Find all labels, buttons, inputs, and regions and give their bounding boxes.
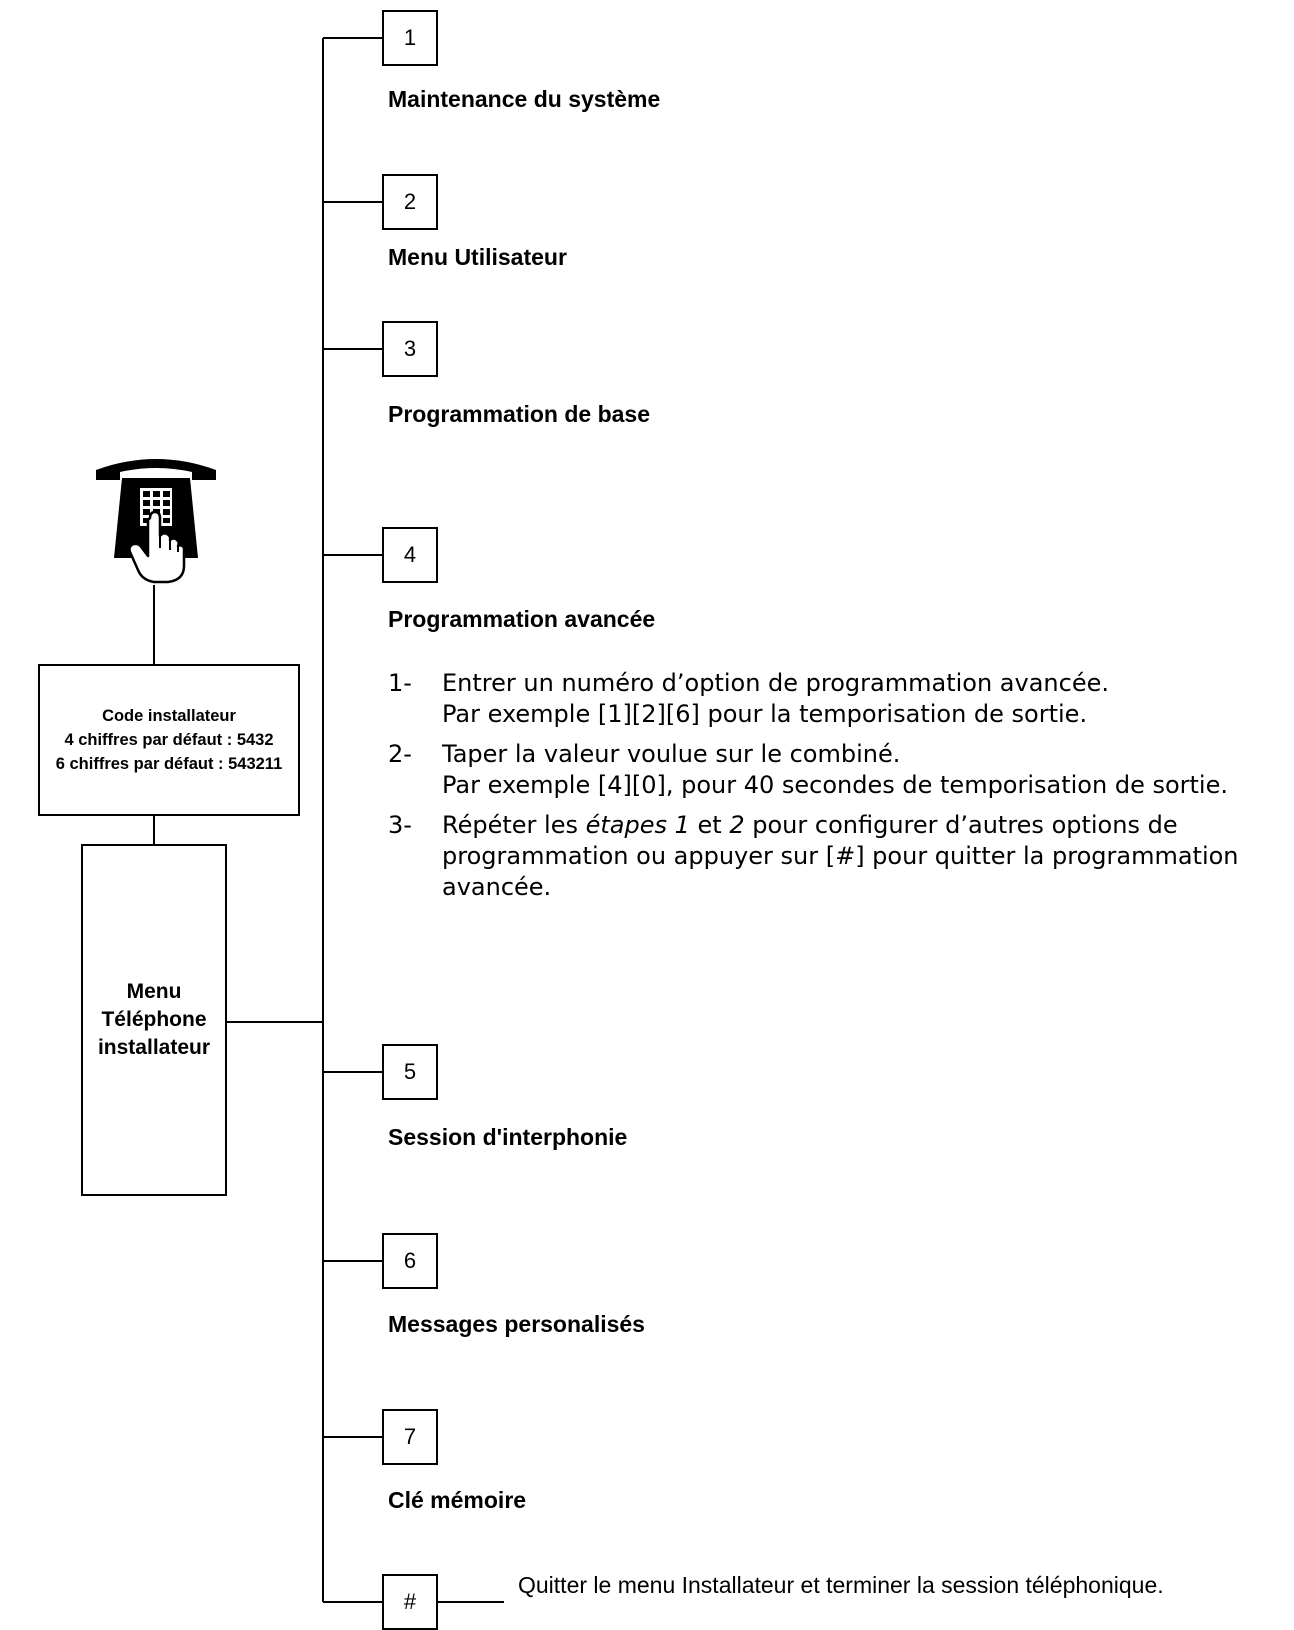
installer-code-4-digit: 4 chiffres par défaut : 5432 <box>64 731 274 749</box>
option-box-hash: # <box>382 1574 438 1630</box>
option-box-4: 4 <box>382 527 438 583</box>
step-3-emphasis-a: étapes 1 <box>585 811 690 839</box>
option-label-3: Programmation de base <box>388 401 651 427</box>
option-label-7: Clé mémoire <box>388 1487 527 1513</box>
step-1-line-2: Par exemple [1][2][6] pour la temporisat… <box>442 700 1088 728</box>
telephone-keypad-hand-icon <box>96 459 216 584</box>
step-3-text-a: Répéter les <box>442 811 586 839</box>
step-2: 2- Taper la valeur voulue sur le combiné… <box>388 739 1288 801</box>
option-box-3: 3 <box>382 321 438 377</box>
menu-box-line-3: installateur <box>97 1036 211 1059</box>
step-2-line-1: Taper la valeur voulue sur le combiné. <box>442 740 901 768</box>
step-3-text-c: pour configurer d’autres options de <box>744 811 1178 839</box>
exit-description: Quitter le menu Installateur et terminer… <box>518 1572 1164 1598</box>
step-3-emphasis-b: 2 <box>729 811 745 839</box>
step-3-text-b: et <box>689 811 730 839</box>
step-3-number: 3- <box>388 811 412 839</box>
step-3-line-1: Répéter les étapes 1 et 2 pour configure… <box>442 810 1288 841</box>
installer-code-box: Code installateur 4 chiffres par défaut … <box>38 664 300 816</box>
option-label-1: Maintenance du système <box>388 86 661 112</box>
option-label-6: Messages personalisés <box>388 1311 645 1337</box>
option-box-2: 2 <box>382 174 438 230</box>
installer-code-title: Code installateur <box>102 707 236 725</box>
step-1-number: 1- <box>388 669 412 697</box>
installer-code-6-digit: 6 chiffres par défaut : 543211 <box>55 755 283 773</box>
option-label-4: Programmation avancée <box>388 606 656 632</box>
option-box-1: 1 <box>382 10 438 66</box>
option-box-7: 7 <box>382 1409 438 1465</box>
menu-box-line-2: Téléphone <box>101 1008 207 1031</box>
option-box-5: 5 <box>382 1044 438 1100</box>
option-label-2: Menu Utilisateur <box>388 244 567 270</box>
step-2-number: 2- <box>388 740 412 768</box>
option-box-6: 6 <box>382 1233 438 1289</box>
advanced-programming-steps: 1- Entrer un numéro d’option de programm… <box>388 668 1288 912</box>
step-3: 3- Répéter les étapes 1 et 2 pour config… <box>388 810 1288 903</box>
installer-phone-menu-box: Menu Téléphone installateur <box>81 844 227 1196</box>
step-3-line-2: programmation ou appuyer sur [#] pour qu… <box>442 842 1239 870</box>
option-label-5: Session d'interphonie <box>388 1124 628 1150</box>
menu-box-line-1: Menu <box>126 980 182 1003</box>
step-2-line-2: Par exemple [4][0], pour 40 secondes de … <box>442 771 1228 799</box>
step-1-line-1: Entrer un numéro d’option de programmati… <box>442 669 1109 697</box>
step-3-line-3: avancée. <box>442 873 552 901</box>
step-1: 1- Entrer un numéro d’option de programm… <box>388 668 1288 730</box>
